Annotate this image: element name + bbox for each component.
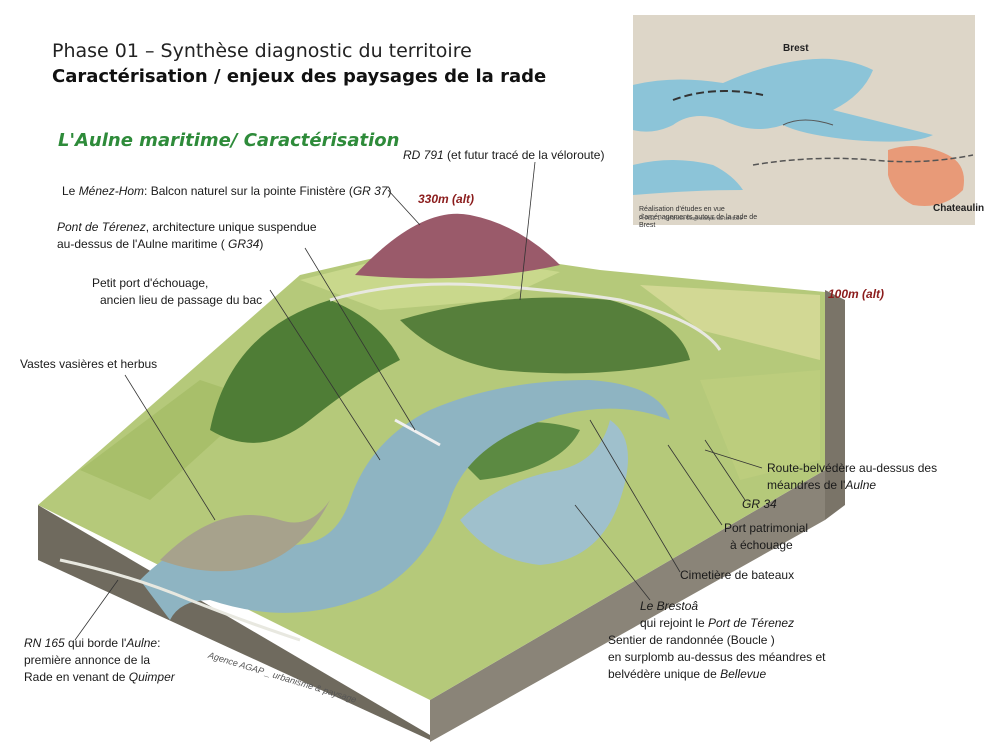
leader-line: [589, 419, 681, 573]
label-pont-terenez: Pont de Térenez, architecture unique sus…: [57, 220, 317, 251]
road-rn165: [59, 558, 301, 642]
mudflat-area: [160, 500, 330, 572]
label-port-patrimonial: Port patrimonial à échouage: [724, 521, 809, 552]
location-map-graphic: [633, 15, 975, 225]
block-side-right: [825, 290, 845, 520]
leader-line: [704, 449, 763, 469]
block-front-face: [38, 505, 430, 740]
section-title: L'Aulne maritime/ Caractérisation: [58, 130, 400, 151]
label-cimetiere-bateaux: Cimetière de bateaux: [680, 568, 795, 582]
altitude-summit: 330m (alt): [418, 192, 475, 206]
river-aulne: [460, 420, 628, 565]
label-gr34: GR 34: [742, 497, 777, 511]
menez-hom-hill: [355, 213, 560, 279]
leader-line: [667, 444, 723, 526]
location-map: Brest Chateaulin Réalisation d'études en…: [633, 15, 984, 229]
label-route-belvedere: Route-belvédère au-dessus des méandres d…: [767, 461, 938, 492]
leader-line: [387, 189, 421, 226]
map-caption: Réalisation d'études en vue d'aménagemen…: [639, 206, 758, 229]
terenez-bridge: [394, 418, 441, 447]
label-rn165: RN 165 qui borde l'Aulne: première annon…: [24, 636, 175, 684]
map-city-brest: Brest: [783, 43, 809, 54]
label-vasieres: Vastes vasières et herbus: [20, 357, 158, 371]
leader-line: [304, 247, 416, 431]
forest-area: [400, 297, 690, 374]
label-brestoa: Le Brestoâ qui rejoint le Port de Térene…: [608, 599, 826, 681]
leader-line: [74, 579, 119, 641]
leader-line: [574, 504, 651, 601]
label-rd791: RD 791 (et futur tracé de la véloroute): [403, 148, 605, 162]
page-subtitle: Caractérisation / enjeux des paysages de…: [52, 66, 547, 87]
page-title: Phase 01 – Synthèse diagnostic du territ…: [52, 40, 472, 62]
map-caption-sub: PHASE 1 : Synthèse Diagnostique du terri…: [639, 216, 743, 222]
forest-area: [210, 300, 400, 443]
field-patch: [80, 380, 260, 500]
leader-line: [519, 161, 536, 301]
altitude-plateau: 100m (alt): [828, 287, 885, 301]
field-patch: [700, 370, 820, 480]
leader-line: [704, 439, 746, 501]
river-aulne: [140, 380, 670, 620]
leader-line: [269, 289, 381, 461]
road-rd791: [329, 282, 722, 351]
map-city-chateaulin: Chateaulin: [933, 203, 985, 214]
label-petit-port: Petit port d'échouage, ancien lieu de pa…: [92, 276, 263, 307]
label-menez-hom: Le Ménez-Hom: Balcon naturel sur la poin…: [62, 184, 392, 198]
leader-line: [124, 374, 216, 521]
block-front-face-right: [430, 470, 825, 742]
field-patch: [640, 285, 820, 360]
